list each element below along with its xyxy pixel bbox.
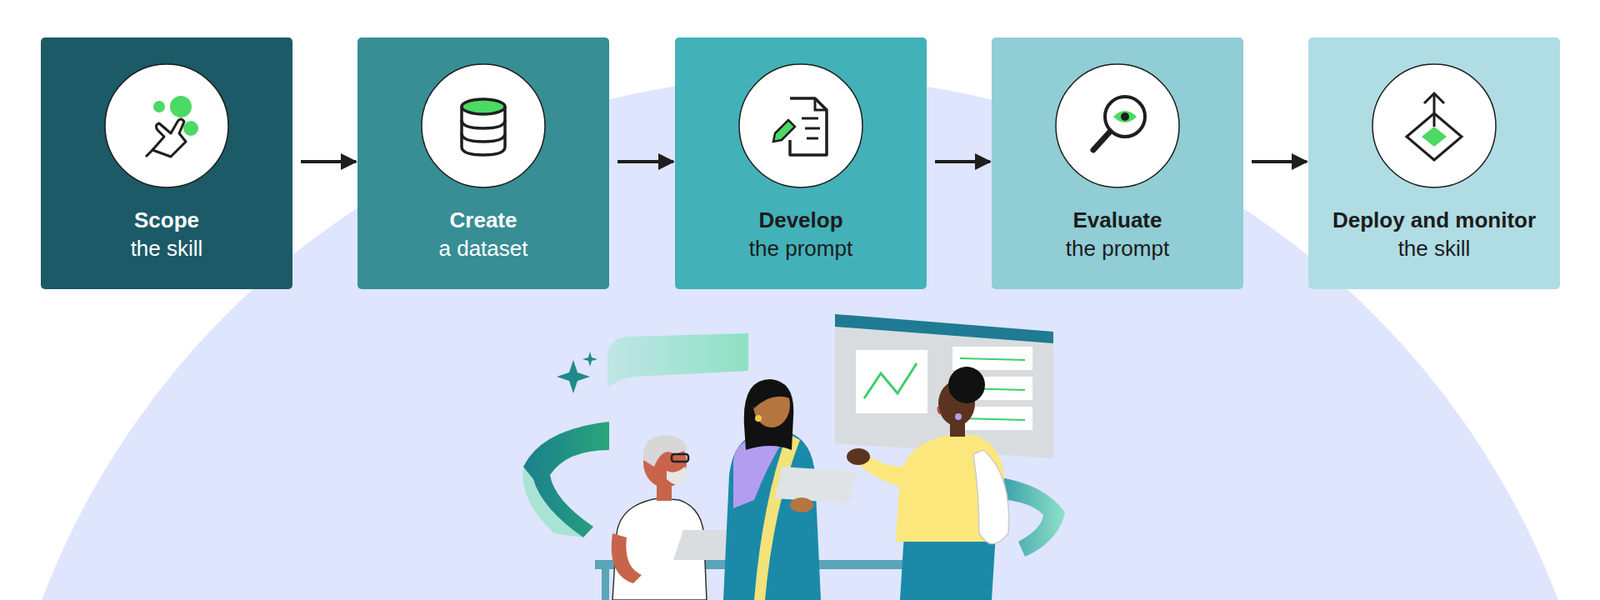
flow-arrow [1251, 160, 1307, 164]
step-title: Deploy and monitor [1308, 205, 1560, 235]
flow-arrow [300, 160, 356, 164]
process-box: Deploy and monitorthe skill [1308, 37, 1560, 290]
step-subtitle: a dataset [357, 234, 610, 263]
table-leg [601, 569, 610, 600]
step-subtitle: the skill [1308, 234, 1560, 263]
woman-in-yellow [846, 366, 1010, 600]
step-title: Create [357, 205, 610, 235]
step-title: Develop [675, 205, 927, 235]
sparkle [582, 351, 598, 367]
step-icon [1055, 63, 1180, 189]
text-group: Createa dataset [357, 205, 610, 263]
text-group: Scopethe skill [40, 205, 293, 263]
process-box: Evaluatethe prompt [991, 37, 1244, 290]
text-group: Deploy and monitorthe skill [1308, 205, 1560, 263]
sparkle [556, 360, 590, 394]
woman-in-sari [723, 379, 857, 600]
process-box: Createa dataset [357, 37, 610, 290]
flow-arrow [617, 160, 674, 164]
step-icon [420, 63, 546, 189]
ribbon [523, 421, 610, 538]
ribbon [522, 466, 584, 538]
step-icon [104, 63, 230, 189]
step-title: Scope [40, 205, 293, 235]
step-icon [1371, 63, 1497, 189]
process-box: Developthe prompt [675, 37, 927, 290]
text-group: Developthe prompt [675, 205, 927, 263]
process-box: Scopethe skill [40, 37, 293, 290]
step-subtitle: the skill [40, 234, 293, 263]
text-group: Evaluatethe prompt [991, 205, 1244, 263]
flow-arrow [935, 160, 990, 164]
banner [607, 333, 749, 389]
step-subtitle: the prompt [675, 234, 927, 263]
step-title: Evaluate [991, 205, 1244, 235]
step-subtitle: the prompt [991, 234, 1244, 263]
step-icon [738, 63, 864, 189]
